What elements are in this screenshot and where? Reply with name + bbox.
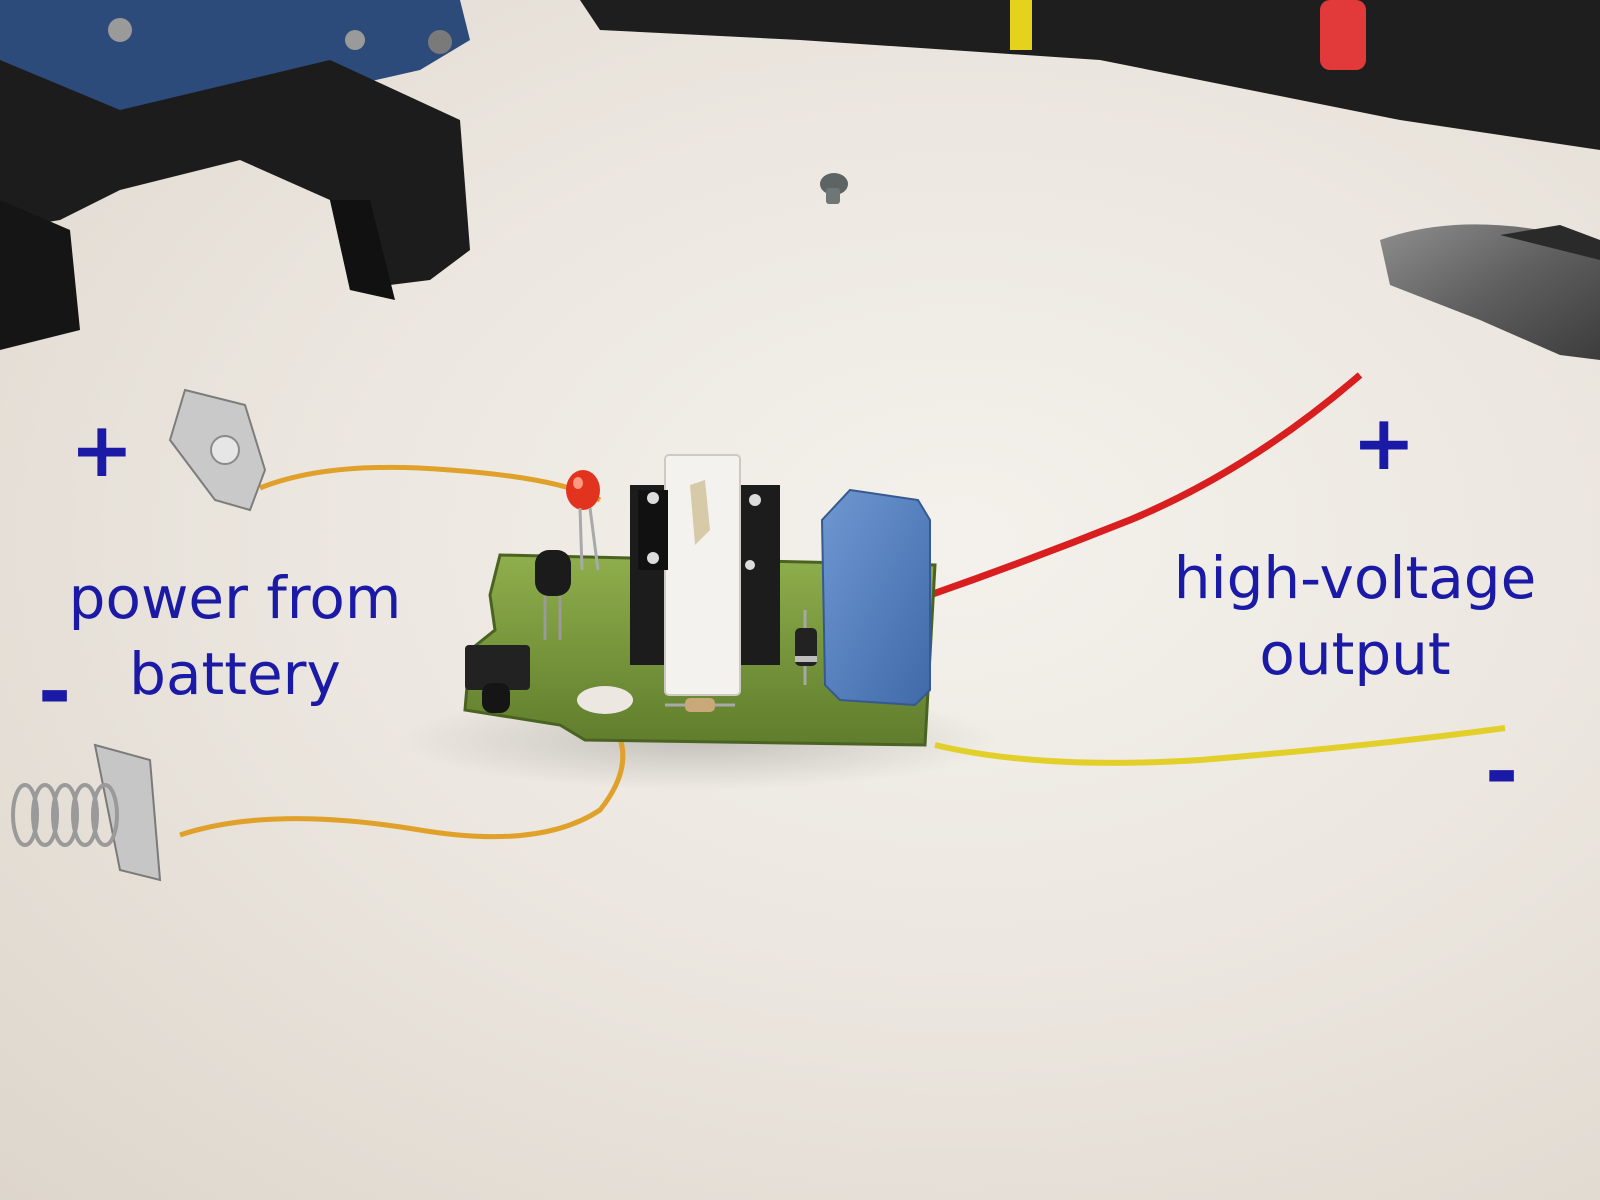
output-caption-line2: output bbox=[1259, 620, 1451, 688]
battery-caption: power from battery bbox=[40, 560, 430, 712]
loose-screw bbox=[820, 173, 848, 204]
output-caption: high-voltage output bbox=[1150, 540, 1560, 692]
battery-minus-wire bbox=[179, 718, 626, 840]
battery-caption-line2: battery bbox=[129, 640, 341, 708]
output-minus-sign: - bbox=[1485, 725, 1519, 818]
output-minus-wire bbox=[934, 725, 1506, 766]
battery-minus-sign: - bbox=[38, 645, 72, 738]
transformer-icon bbox=[630, 454, 780, 696]
diode-icon bbox=[795, 610, 817, 685]
battery-spring-contact-icon bbox=[11, 743, 162, 882]
push-button-icon bbox=[465, 645, 530, 713]
red-led-icon bbox=[566, 470, 600, 571]
output-plus-wire bbox=[928, 372, 1363, 599]
output-plus-sign: + bbox=[1352, 398, 1416, 487]
battery-caption-line1: power from bbox=[68, 564, 402, 632]
capacitor-icon bbox=[820, 488, 931, 707]
resistor bbox=[665, 698, 735, 712]
transistor-icon bbox=[535, 550, 571, 640]
battery-plus-wire bbox=[259, 464, 602, 503]
side-cutters bbox=[1380, 224, 1600, 360]
output-caption-line1: high-voltage bbox=[1173, 544, 1537, 612]
battery-plus-sign: + bbox=[70, 405, 134, 494]
tool-handle-top-right bbox=[580, 0, 1600, 150]
crimping-pliers bbox=[0, 0, 470, 350]
battery-contact-plate-icon bbox=[168, 388, 267, 512]
